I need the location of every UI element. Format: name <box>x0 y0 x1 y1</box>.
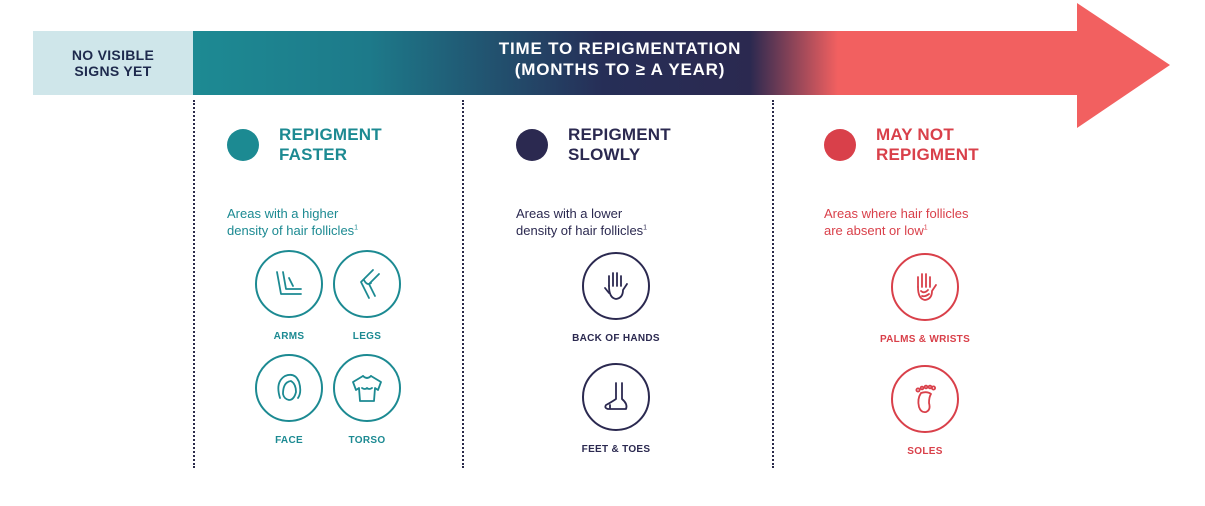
column-header: MAY NOT REPIGMENT <box>824 125 979 165</box>
area-feet-and-toes: FEET & TOES <box>566 363 666 455</box>
area-legs: LEGS <box>331 250 403 342</box>
footnote-ref: 1 <box>643 224 648 232</box>
palm-icon <box>891 253 959 321</box>
column-header: REPIGMENT SLOWLY <box>516 125 671 165</box>
area-soles: SOLES <box>870 365 980 457</box>
title-line-1: TIME TO REPIGMENTATION <box>498 39 742 58</box>
area-label: SOLES <box>907 446 943 457</box>
column-description: Areas with a lower density of hair folli… <box>516 205 671 239</box>
sole-icon <box>891 365 959 433</box>
red-dot <box>824 129 856 161</box>
description-text: Areas with a lower density of hair folli… <box>516 206 644 238</box>
column-heading: REPIGMENT FASTER <box>279 125 382 164</box>
title-line-2: (MONTHS TO ≥ A YEAR) <box>514 60 726 79</box>
area-back-of-hands: BACK OF HANDS <box>566 252 666 344</box>
foot-icon <box>582 363 650 431</box>
area-label: TORSO <box>348 435 386 446</box>
area-palms-and-wrists: PALMS & WRISTS <box>870 253 980 345</box>
area-arms: ARMS <box>253 250 325 342</box>
arm-icon <box>255 250 323 318</box>
area-label: LEGS <box>352 331 382 342</box>
divider-3 <box>772 100 774 468</box>
face-icon <box>255 354 323 422</box>
column-repigment-slowly: REPIGMENT SLOWLY Areas with a lower dens… <box>516 125 671 239</box>
area-face: FACE <box>253 354 325 446</box>
start-box <box>33 31 193 95</box>
area-label: BACK OF HANDS <box>572 333 660 344</box>
divider-1 <box>193 100 195 468</box>
arrow-body <box>193 3 1170 128</box>
area-torso: TORSO <box>331 354 403 446</box>
divider-2 <box>462 100 464 468</box>
area-label: PALMS & WRISTS <box>879 334 971 345</box>
time-to-repigmentation-title: TIME TO REPIGMENTATION (MONTHS TO ≥ A YE… <box>350 38 890 80</box>
area-label: FEET & TOES <box>581 444 651 455</box>
area-label: ARMS <box>273 331 305 342</box>
footnote-ref: 1 <box>923 224 928 232</box>
column-header: REPIGMENT FASTER <box>227 125 382 165</box>
footnote-ref: 1 <box>354 224 359 232</box>
column-may-not-repigment: MAY NOT REPIGMENT Areas where hair folli… <box>824 125 979 239</box>
description-text: Areas where hair follicles are absent or… <box>824 206 969 238</box>
column-heading: REPIGMENT SLOWLY <box>568 125 671 164</box>
teal-dot <box>227 129 259 161</box>
no-visible-signs-label: NO VISIBLE SIGNS YET <box>71 47 155 79</box>
column-heading: MAY NOT REPIGMENT <box>876 125 979 164</box>
leg-icon <box>333 250 401 318</box>
torso-icon <box>333 354 401 422</box>
column-description: Areas with a higher density of hair foll… <box>227 205 382 239</box>
back-of-hand-icon <box>582 252 650 320</box>
column-description: Areas where hair follicles are absent or… <box>824 205 979 239</box>
area-label: FACE <box>275 435 303 446</box>
column-repigment-faster: REPIGMENT FASTER Areas with a higher den… <box>227 125 382 239</box>
navy-dot <box>516 129 548 161</box>
description-text: Areas with a higher density of hair foll… <box>227 206 355 238</box>
